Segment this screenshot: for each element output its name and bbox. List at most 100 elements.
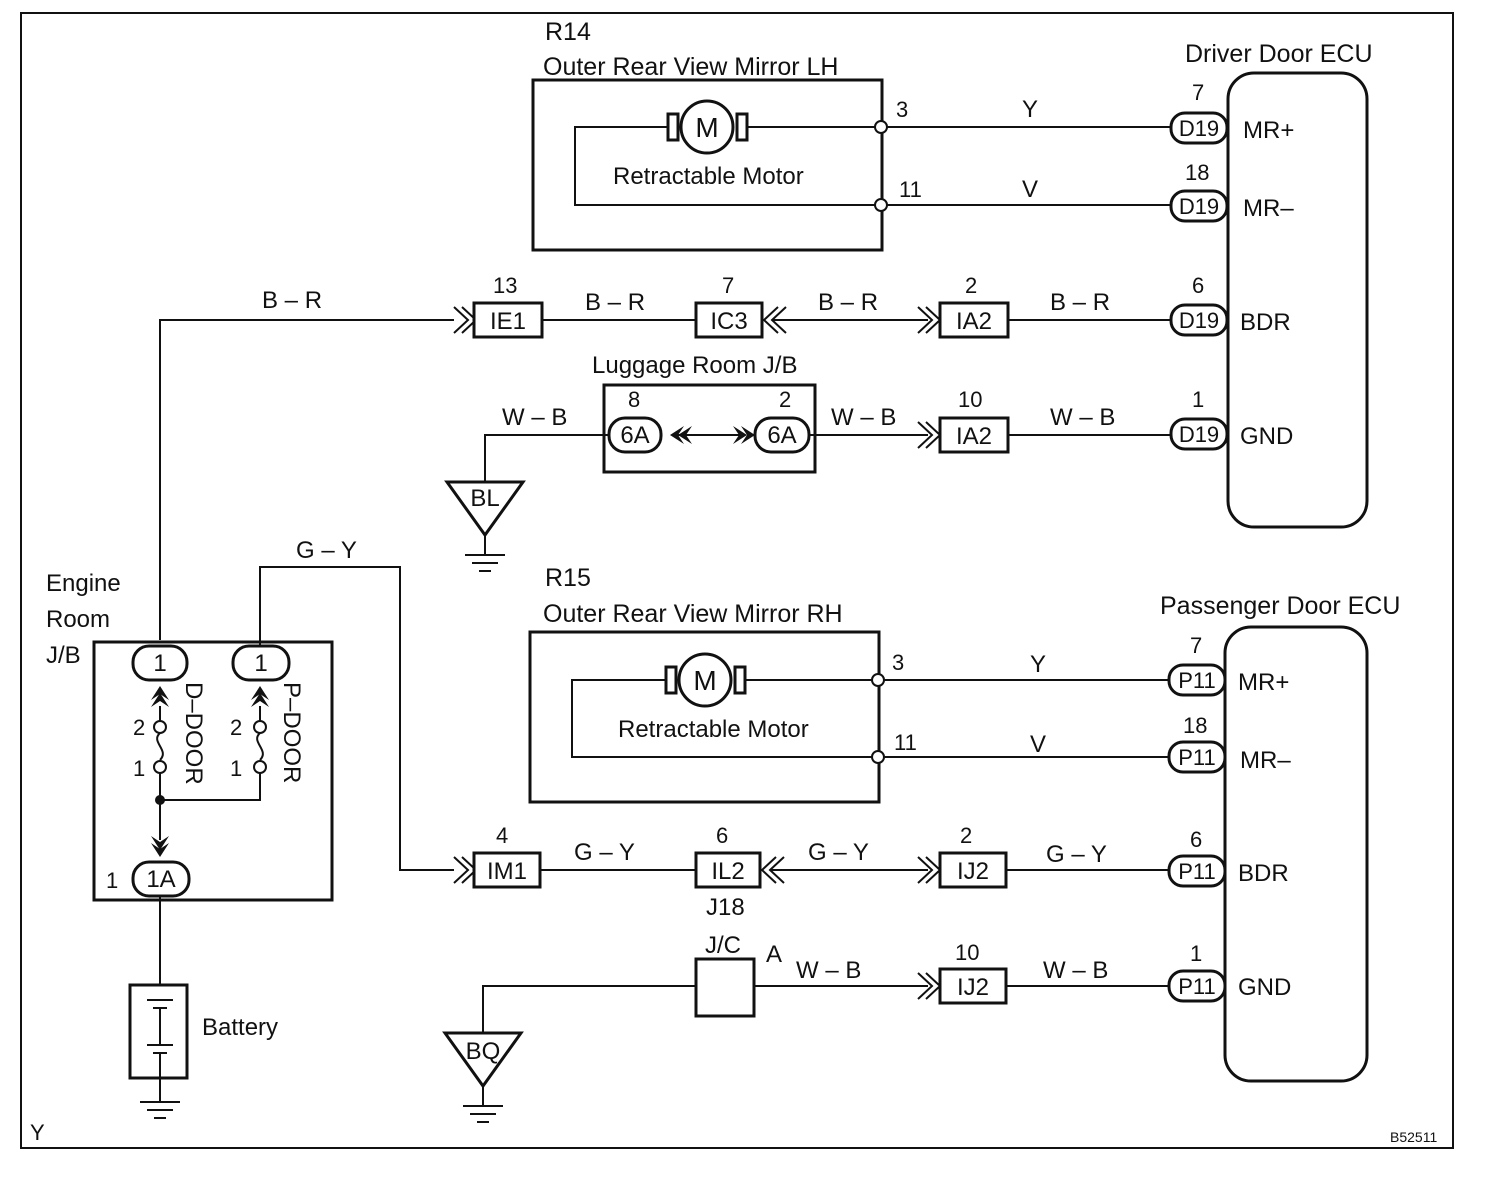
mirror-rh-code: R15: [545, 564, 591, 592]
wire-color-label: G – Y: [1046, 841, 1107, 868]
connector-code: IA2: [956, 308, 992, 335]
connector-arrow: [733, 426, 747, 444]
motor-rh-icon: [677, 652, 733, 708]
driver-ecu-name: Driver Door ECU: [1185, 40, 1373, 68]
mirror-lh-name: Outer Rear View Mirror LH: [543, 53, 838, 81]
terminal: [871, 673, 885, 687]
connector-code: P11: [1178, 974, 1216, 999]
engine-jb-label: J/B: [46, 642, 81, 669]
pin-number: 1: [1192, 387, 1204, 412]
motor-lh-symbol: M: [695, 112, 718, 143]
connector-code: P11: [1178, 745, 1216, 770]
pin-label: 3: [896, 97, 908, 122]
motor-lh-icon: [679, 99, 735, 155]
wire-color-label: W – B: [1050, 404, 1115, 431]
figure-id: B52511: [1390, 1129, 1437, 1145]
connector-arrow: [670, 426, 684, 444]
connector-d19: [1169, 189, 1229, 223]
connector-code: D19: [1179, 308, 1219, 333]
connector-arrow: [678, 426, 692, 444]
terminal: [871, 750, 885, 764]
mirror-lh-code: R14: [545, 18, 591, 46]
connector-il2: [694, 851, 762, 889]
connector-ij2: [938, 967, 1008, 1005]
connector-code: D19: [1179, 422, 1219, 447]
wire-color-label: W – B: [796, 957, 861, 984]
signal-label: GND: [1238, 974, 1291, 1001]
connector-p11: [1167, 663, 1227, 697]
signal-label: MR–: [1243, 195, 1294, 222]
pin-number: 7: [1190, 633, 1202, 658]
pin-number: 6: [716, 823, 728, 848]
connector-code: 6A: [620, 422, 649, 449]
mirror-rh-box: [528, 630, 881, 804]
motor-brush-left: [666, 112, 680, 142]
signal-label: GND: [1240, 423, 1293, 450]
fuse-p-door-icon: [256, 732, 264, 761]
connector-code: D19: [1179, 116, 1219, 141]
connector-code: P11: [1178, 668, 1216, 693]
wire-color-label: V: [1030, 731, 1046, 758]
engine-room-jb: Engine Room J/B 1 1 2 1 D–DOOR 2 1 P–DOO…: [46, 570, 334, 902]
pin-number: 1: [1190, 941, 1202, 966]
fuse-d-door-label: D–DOOR: [180, 682, 207, 785]
wire-color-label: B – R: [585, 289, 645, 316]
ground-label: BQ: [466, 1038, 501, 1065]
pin-number: 10: [955, 940, 979, 965]
connector-code: IM1: [487, 858, 527, 885]
motor-brush-right: [733, 665, 747, 695]
fuse-terminal: [253, 720, 267, 734]
connector-code: D19: [1179, 194, 1219, 219]
pin-number: 7: [722, 273, 734, 298]
pin-label: 11: [894, 730, 917, 755]
wire-color-label: G – Y: [574, 839, 635, 866]
connector-p11: [1167, 854, 1227, 888]
wire-color-label: G – Y: [808, 839, 869, 866]
connector-im1: [472, 851, 542, 889]
battery-icon: [128, 983, 189, 1080]
connector-code: IJ2: [957, 858, 989, 885]
signal-label: MR+: [1238, 669, 1289, 696]
connector-code: IC3: [710, 308, 747, 335]
engine-jb-label: Room: [46, 606, 110, 633]
motor-rh-symbol: M: [693, 665, 716, 696]
pin-label: 11: [899, 177, 922, 202]
passenger-door-ecu: Passenger Door ECU 7 P11 MR+ 18 P11 MR– …: [1160, 592, 1400, 1083]
ground-label: BL: [470, 485, 499, 512]
junction-connector-box: [694, 957, 756, 1018]
pin-number: 1: [153, 650, 166, 677]
mirror-lh: R14 Outer Rear View Mirror LH M Retracta…: [531, 18, 922, 252]
wire-color-label: W – B: [831, 404, 896, 431]
connector-code: IA2: [956, 423, 992, 450]
connector-code: 1A: [146, 866, 175, 893]
signal-label: MR–: [1240, 747, 1291, 774]
fuse-terminal: [153, 720, 167, 734]
junction-connector-code: J18: [706, 894, 745, 921]
connector-arrow: [151, 843, 169, 857]
pin-number: 2: [133, 715, 145, 740]
pin-number: 13: [493, 273, 517, 298]
ground-bq: [442, 1031, 524, 1089]
connector-code: IL2: [711, 858, 744, 885]
wire-color-label: B – R: [262, 287, 322, 314]
ground-bl: [444, 480, 526, 538]
luggage-jb-name: Luggage Room J/B: [592, 352, 797, 379]
connector-arrow: [917, 856, 934, 884]
pin-number: 6: [1190, 827, 1202, 852]
connector-arrow: [917, 972, 934, 1000]
connector-arrow: [251, 693, 269, 707]
pin-number: 1: [230, 756, 242, 781]
pin-number: 2: [960, 823, 972, 848]
connector-arrow: [741, 426, 755, 444]
wire-color-label: Y: [1022, 96, 1038, 123]
pin-number: 2: [779, 387, 791, 412]
motor-brush-right: [735, 112, 749, 142]
pin-number: 1: [106, 868, 118, 893]
connector-ij2: [938, 851, 1008, 889]
pin-number: 7: [1192, 80, 1204, 105]
frame-code: Y: [30, 1120, 45, 1145]
connector-p11: [1167, 740, 1227, 774]
connector-code: 6A: [767, 422, 796, 449]
motor-lh-label: Retractable Motor: [613, 163, 804, 190]
terminal: [874, 120, 888, 134]
